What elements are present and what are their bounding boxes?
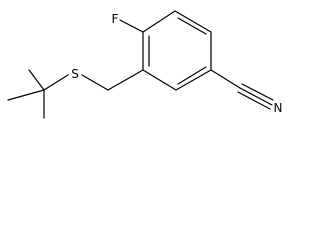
atom-label-fluorine: F	[112, 12, 119, 26]
ring-bond-c4-c5	[142, 69, 177, 91]
bond-ch2-s	[81, 74, 109, 91]
bond-c-f	[119, 19, 144, 33]
ring-double-bond-c1-c2	[177, 17, 207, 35]
triple-bond-line-2	[241, 83, 274, 101]
chemical-structure: F S N	[7, 10, 283, 119]
bond-tbu-methyl-1	[28, 69, 45, 91]
ring-bond-c3-c4	[175, 69, 212, 91]
triple-bond-line-1	[239, 87, 273, 106]
ring-double-bond-c3-c4	[177, 66, 207, 85]
bond-ring-ch2	[107, 69, 144, 91]
ring-bond-c1-c2	[174, 10, 212, 33]
ring-bond-c6-c1	[142, 10, 176, 33]
bond-s-cquat	[43, 74, 69, 91]
atom-label-sulfur: S	[71, 67, 79, 81]
benzene-ring	[142, 10, 212, 91]
bond-c-cn	[210, 69, 241, 89]
triple-bond-line-3	[237, 91, 271, 110]
atom-label-nitrogen: N	[274, 101, 283, 115]
bond-tbu-methyl-2	[7, 89, 45, 101]
